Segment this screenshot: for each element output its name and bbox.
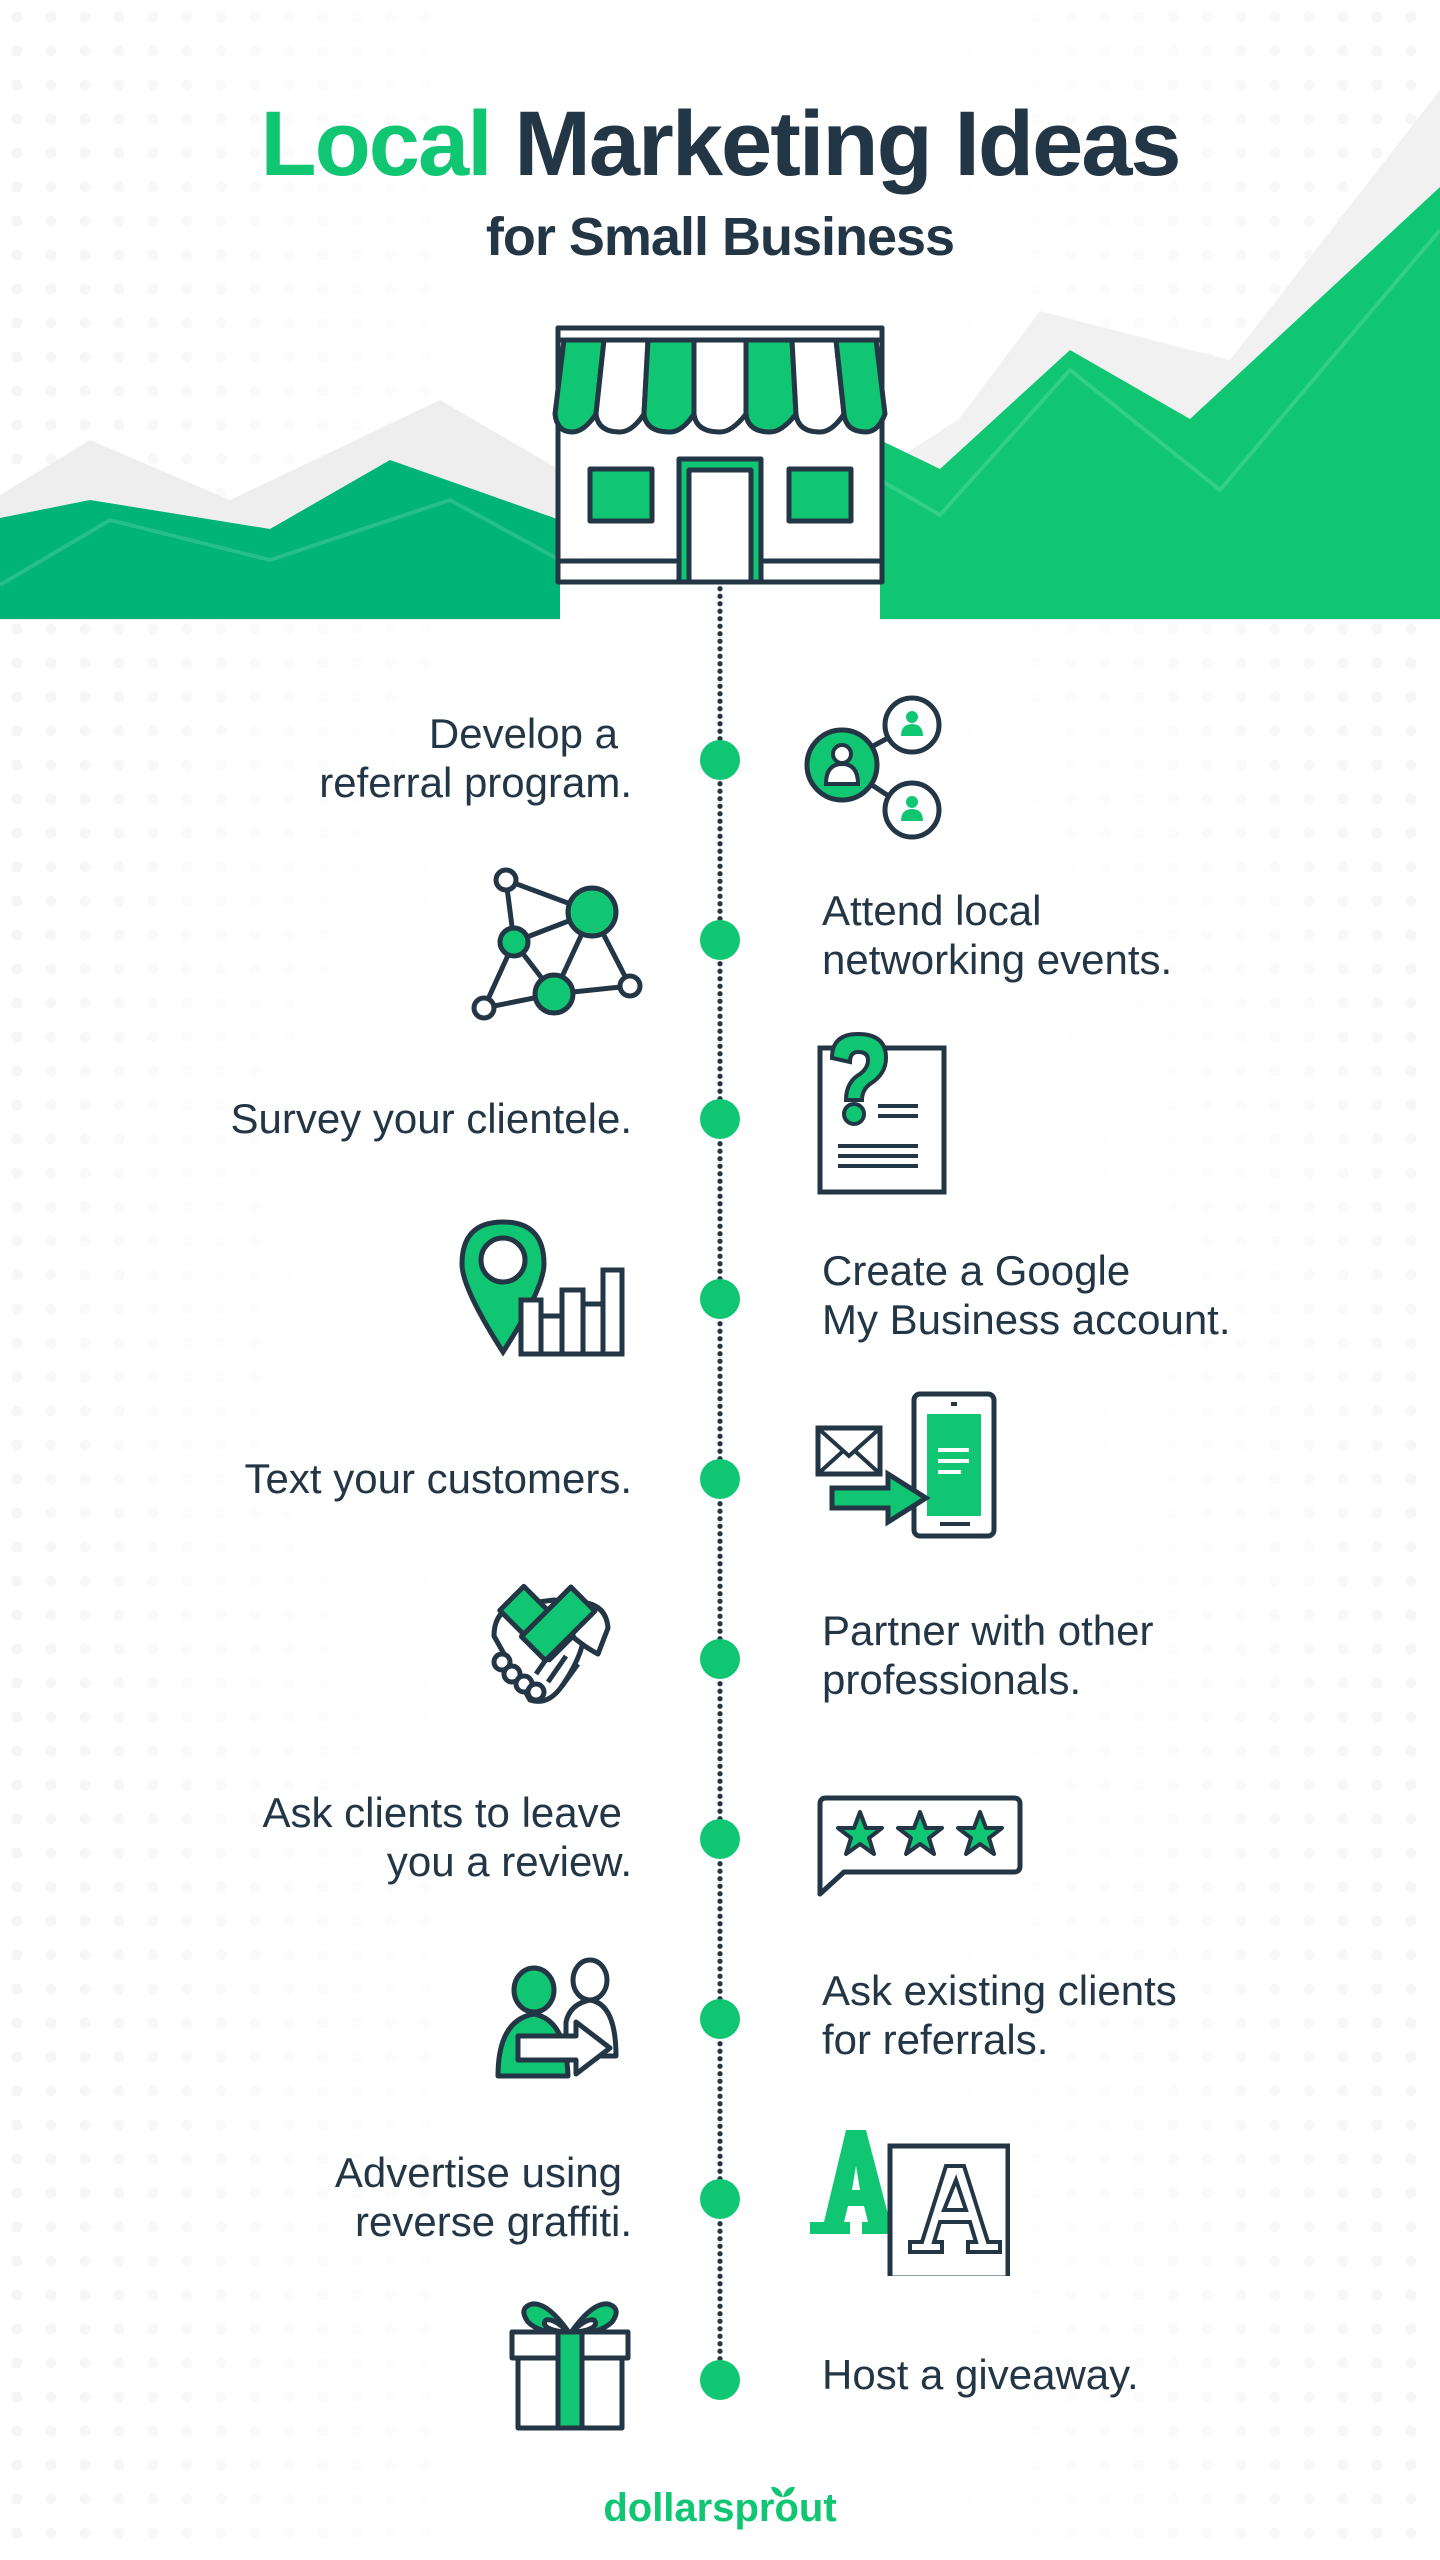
- dollarsprout-logo: dollarsprout: [600, 2484, 840, 2534]
- timeline-node: [700, 1639, 740, 1679]
- page-subtitle: for Small Business: [485, 207, 955, 267]
- idea-partner-professionals: Partner with other professionals.: [822, 1607, 1154, 1703]
- idea-reverse-graffiti: Advertise using reverse graffiti.: [334, 2149, 632, 2245]
- timeline-node: [700, 1099, 740, 1139]
- referral-network-icon: [804, 695, 942, 840]
- idea-ask-review: Ask clients to leave you a review.: [262, 1789, 632, 1885]
- idea-referral-program: Develop a referral program.: [319, 710, 632, 806]
- phone-message-icon: [815, 1391, 997, 1539]
- star-review-icon: [817, 1795, 1023, 1897]
- idea-ask-referrals: Ask existing clients for referrals.: [822, 1967, 1177, 2063]
- survey-document-icon: [817, 1031, 947, 1195]
- idea-text-customers: Text your customers.: [244, 1455, 632, 1502]
- idea-google-my-business: Create a Google My Business account.: [822, 1247, 1231, 1343]
- timeline-node: [700, 2360, 740, 2400]
- sprout-leaf-icon: [771, 2486, 795, 2497]
- title-main: Marketing Ideas: [514, 93, 1181, 195]
- timeline-node: [700, 2179, 740, 2219]
- header-mountains-graphic: [0, 90, 1440, 620]
- network-nodes-icon: [471, 867, 643, 1021]
- storefront-icon: [552, 325, 888, 585]
- graffiti-letters-icon: [810, 2130, 1010, 2276]
- timeline-node: [700, 1999, 740, 2039]
- gift-icon: [509, 2301, 631, 2431]
- page-title: Local Marketing Ideas: [0, 92, 1440, 196]
- idea-host-giveaway: Host a giveaway.: [822, 2351, 1139, 2398]
- timeline-node: [700, 1279, 740, 1319]
- idea-networking-events: Attend local networking events.: [822, 887, 1173, 983]
- idea-survey-clientele: Survey your clientele.: [230, 1095, 632, 1142]
- location-pin-chart-icon: [459, 1219, 625, 1357]
- logo-text: dollarsprout: [603, 2486, 837, 2530]
- timeline-node: [700, 740, 740, 780]
- timeline-node: [700, 920, 740, 960]
- title-accent: Local: [260, 93, 492, 195]
- timeline-node: [700, 1459, 740, 1499]
- handshake-icon: [491, 1583, 611, 1704]
- people-referral-icon: [495, 1957, 619, 2079]
- timeline-node: [700, 1819, 740, 1859]
